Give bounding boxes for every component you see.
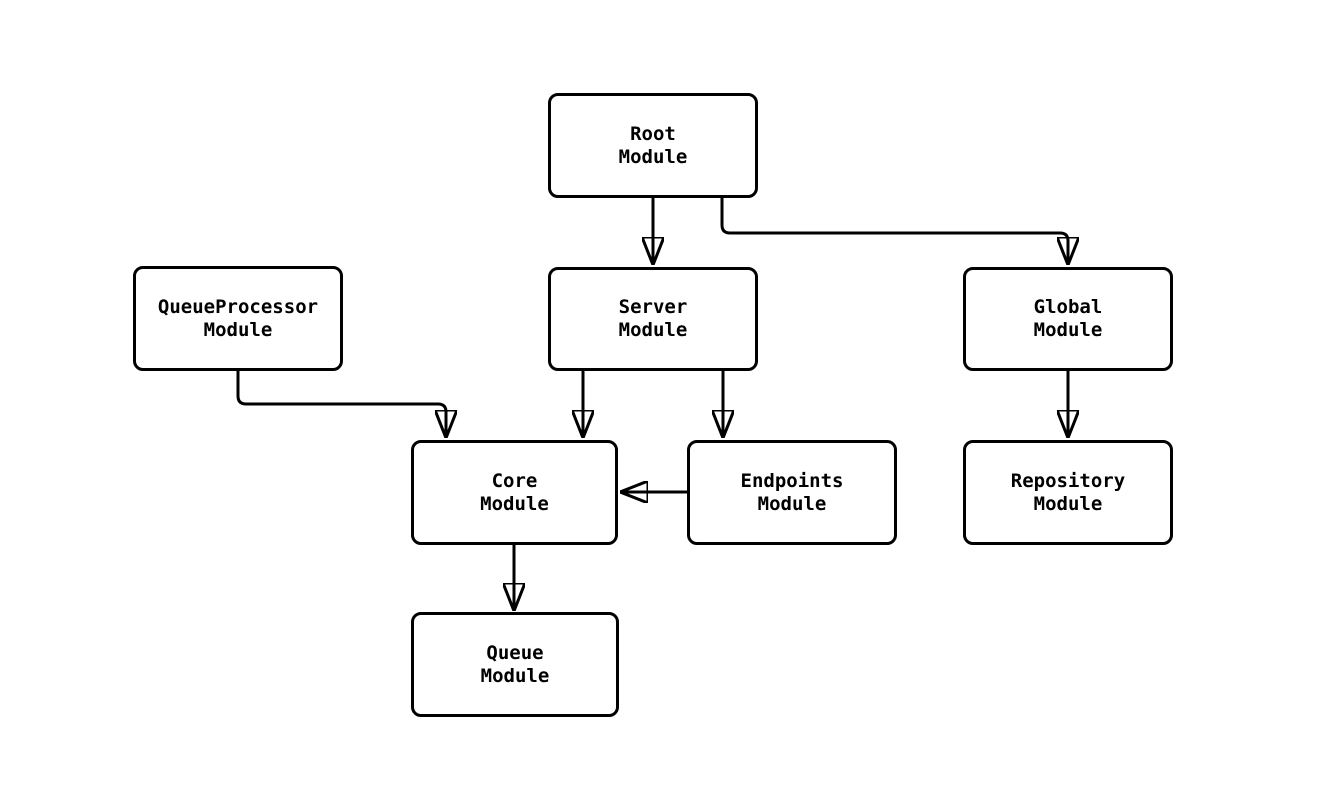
node-label-line2: Module <box>480 492 549 515</box>
node-core-module: Core Module <box>411 440 618 545</box>
node-label-line1: Queue <box>486 641 544 664</box>
node-root-module: Root Module <box>548 93 758 198</box>
node-label-line2: Module <box>1033 492 1103 515</box>
node-label-line1: Core <box>491 469 538 492</box>
node-endpoints-module: Endpoints Module <box>687 440 897 545</box>
node-label-line1: Endpoints <box>740 469 844 492</box>
node-queue-module: Queue Module <box>411 612 619 717</box>
node-repository-module: Repository Module <box>963 440 1173 545</box>
node-server-module: Server Module <box>548 267 758 371</box>
node-label-line1: Server <box>618 296 688 318</box>
node-label-line2: Module <box>1033 319 1103 341</box>
node-queueprocessor-module: QueueProcessor Module <box>133 266 343 371</box>
node-label-line1: Repository <box>1010 469 1126 492</box>
node-label-line2: Module <box>203 318 273 341</box>
node-label-line2: Module <box>618 319 688 341</box>
edge-root-to-global-arrow <box>720 198 1068 264</box>
node-label-line1: QueueProcessor <box>157 295 319 318</box>
node-label-line2: Module <box>757 492 827 515</box>
node-label-line2: Module <box>480 664 550 687</box>
node-label-line1: Root <box>630 122 676 145</box>
edge-queueprocessor-to-core-arrow <box>236 371 446 437</box>
node-label-line2: Module <box>618 145 688 168</box>
node-global-module: Global Module <box>963 267 1173 371</box>
node-label-line1: Global <box>1033 296 1103 318</box>
